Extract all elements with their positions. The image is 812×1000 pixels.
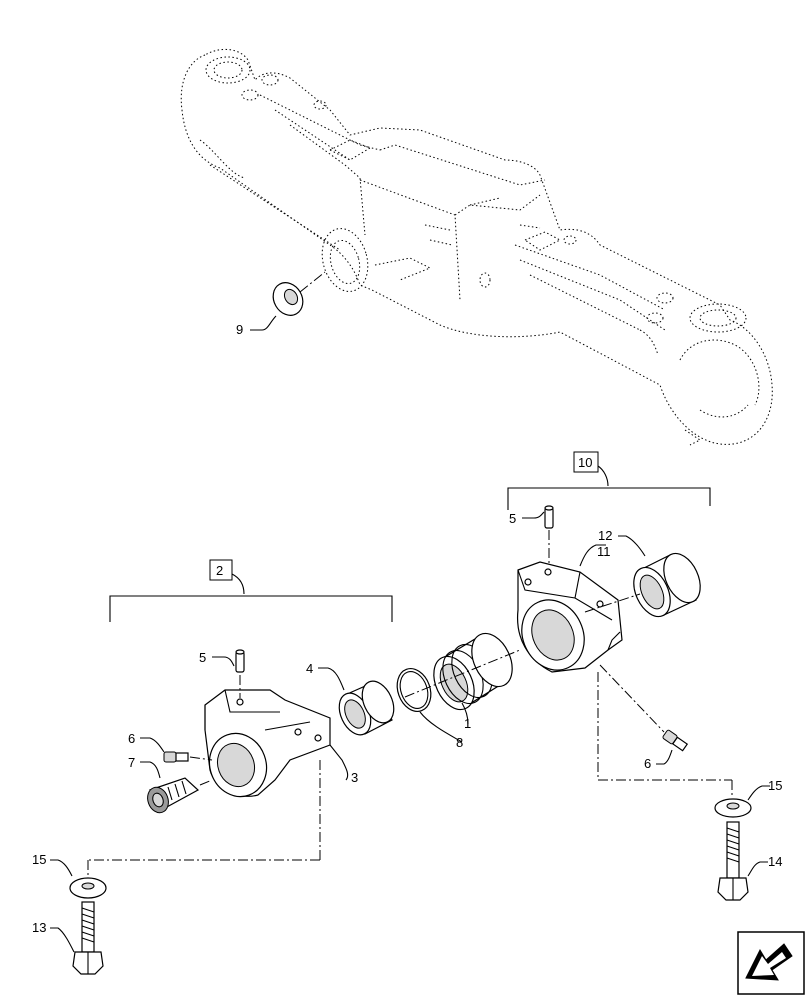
part-4-bushing: 4 xyxy=(306,661,395,736)
group-10-bracket: 10 xyxy=(507,451,711,510)
callout-14: 14 xyxy=(768,854,782,869)
part-13-bolt: 13 xyxy=(32,901,104,975)
part-15-washer-left: 15 xyxy=(32,852,107,899)
callout-3: 3 xyxy=(351,770,358,785)
part-5-pin-left: 5 xyxy=(199,649,245,698)
part-11-pivot-housing: 11 xyxy=(516,544,623,673)
part-6-grease-fitting-right: 6 xyxy=(599,664,689,771)
axle-housing xyxy=(180,48,773,446)
callout-11: 11 xyxy=(597,544,611,559)
callout-5-left: 5 xyxy=(199,650,206,665)
part-6-grease-fitting-left: 6 xyxy=(128,731,213,763)
callout-4: 4 xyxy=(306,661,313,676)
part-5-pin-right: 5 xyxy=(509,505,554,566)
callout-2: 2 xyxy=(216,563,223,578)
group-2-bracket: 2 xyxy=(109,559,393,622)
callout-6-left: 6 xyxy=(128,731,135,746)
part-12-bushing: 12 xyxy=(584,528,701,618)
callout-13: 13 xyxy=(32,920,46,935)
callout-10: 10 xyxy=(578,455,592,470)
part-9-thrust-washer: 9 xyxy=(236,271,326,337)
callout-7: 7 xyxy=(128,755,135,770)
part-14-bolt: 14 xyxy=(717,821,782,901)
part-1-bearing: 1 xyxy=(404,632,521,731)
part-3-pivot-bracket: 3 xyxy=(204,689,358,798)
callout-9: 9 xyxy=(236,322,243,337)
callout-6-right: 6 xyxy=(644,756,651,771)
callout-12: 12 xyxy=(598,528,612,543)
callout-8: 8 xyxy=(456,735,463,750)
callout-15-left: 15 xyxy=(32,852,46,867)
callout-1: 1 xyxy=(464,716,471,731)
callout-15-right: 15 xyxy=(768,778,782,793)
part-8-o-ring: 8 xyxy=(396,668,463,750)
next-page-arrow-icon[interactable] xyxy=(737,931,805,995)
callout-5-right: 5 xyxy=(509,511,516,526)
part-15-washer-right: 15 xyxy=(714,778,782,818)
part-7-adapter: 7 xyxy=(128,755,213,814)
